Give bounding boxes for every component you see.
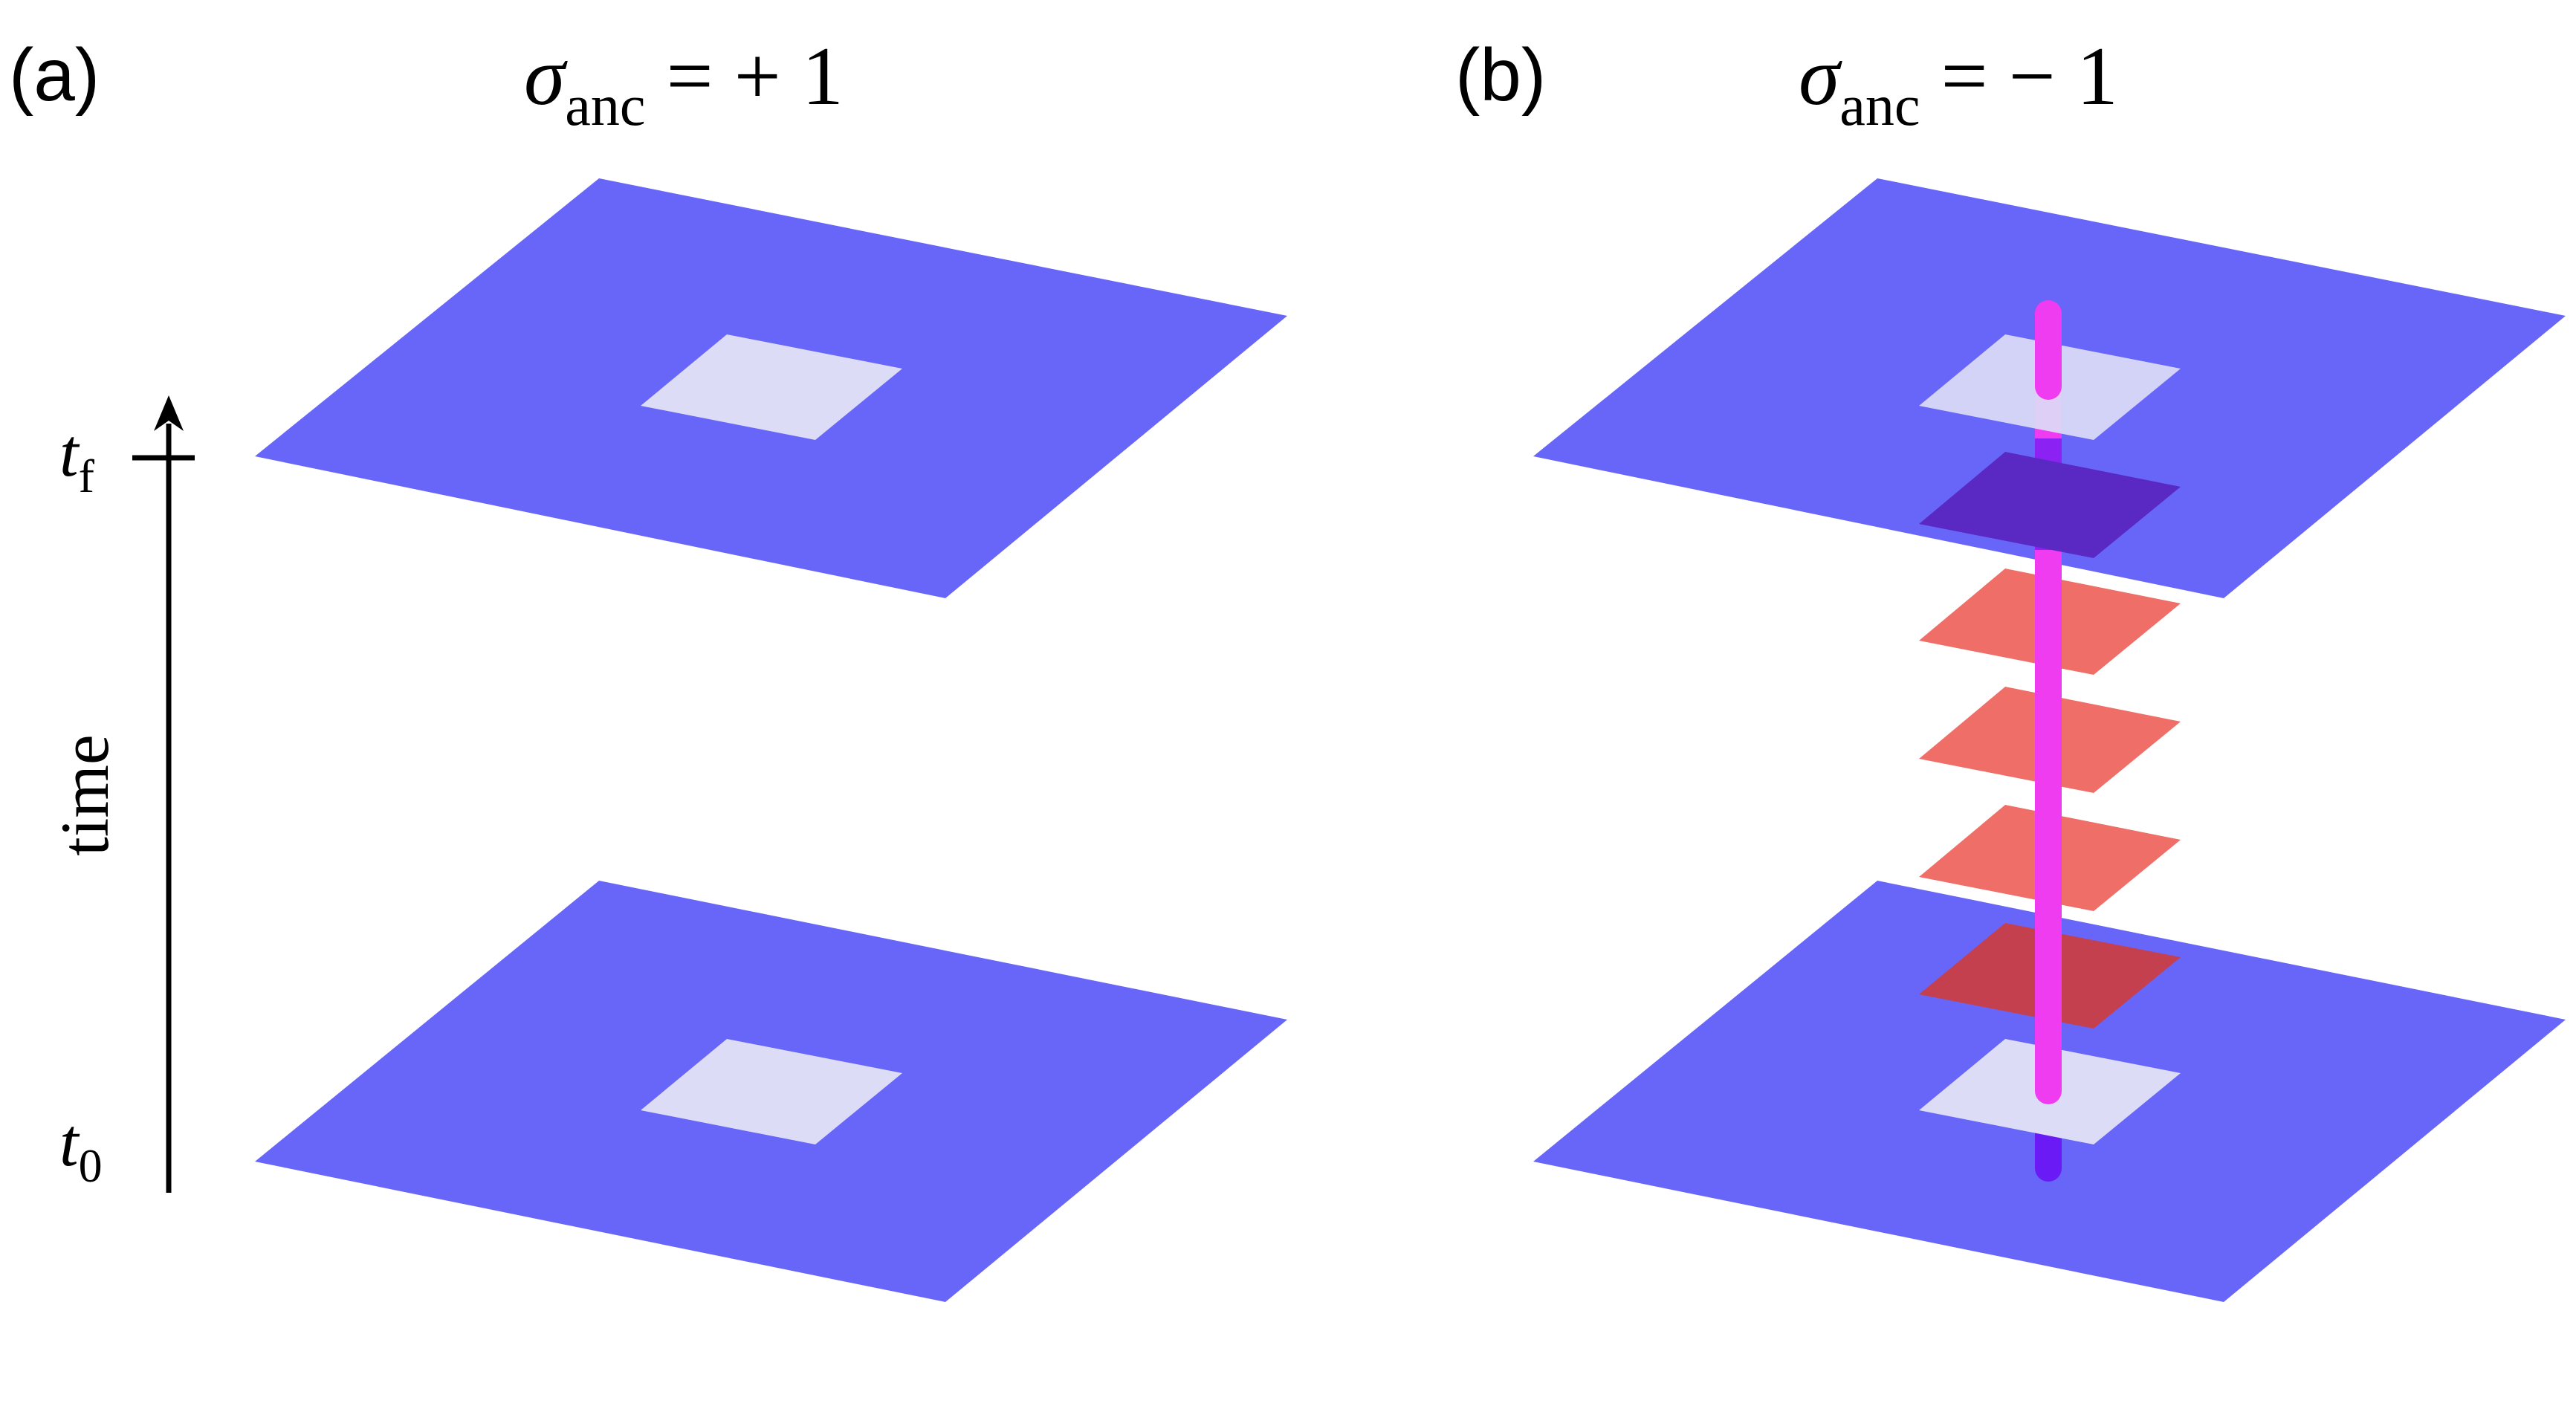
panel-a-bottom-plaquette <box>641 1039 902 1144</box>
time-axis-arrowhead <box>154 395 184 431</box>
panel-a-title-symbol: σ <box>524 30 568 123</box>
tf-subscript: f <box>79 450 95 502</box>
tf-label: tf <box>59 415 95 502</box>
panel-a-top-plaquette <box>641 334 902 440</box>
time-axis: tf t0 time <box>47 395 195 1193</box>
panel-b-title-symbol: σ <box>1799 30 1842 123</box>
panel-a-label: (a) <box>9 33 100 117</box>
panel-a-title-subscript: anc <box>565 73 645 137</box>
panel-a-title-value: = + 1 <box>666 30 843 123</box>
t0-subscript: 0 <box>79 1139 103 1192</box>
panel-b-title-subscript: anc <box>1839 73 1920 137</box>
panel-a: (a) σanc= + 1 tf t0 time <box>9 30 1287 1302</box>
tf-symbol: t <box>59 415 80 490</box>
panel-b-label: (b) <box>1455 33 1546 117</box>
panel-b: (b) σanc = − 1 <box>1455 30 2566 1302</box>
t0-label: t0 <box>59 1104 103 1192</box>
panel-b-title: σanc = − 1 <box>1799 30 2118 137</box>
panel-a-title: σanc = + 1 <box>524 30 844 137</box>
intermediate-plaquette-dark <box>1919 452 2181 558</box>
t0-symbol: t <box>59 1104 80 1180</box>
panel-b-title-value: = − 1 <box>1941 30 2117 123</box>
time-axis-label: time <box>47 734 123 856</box>
